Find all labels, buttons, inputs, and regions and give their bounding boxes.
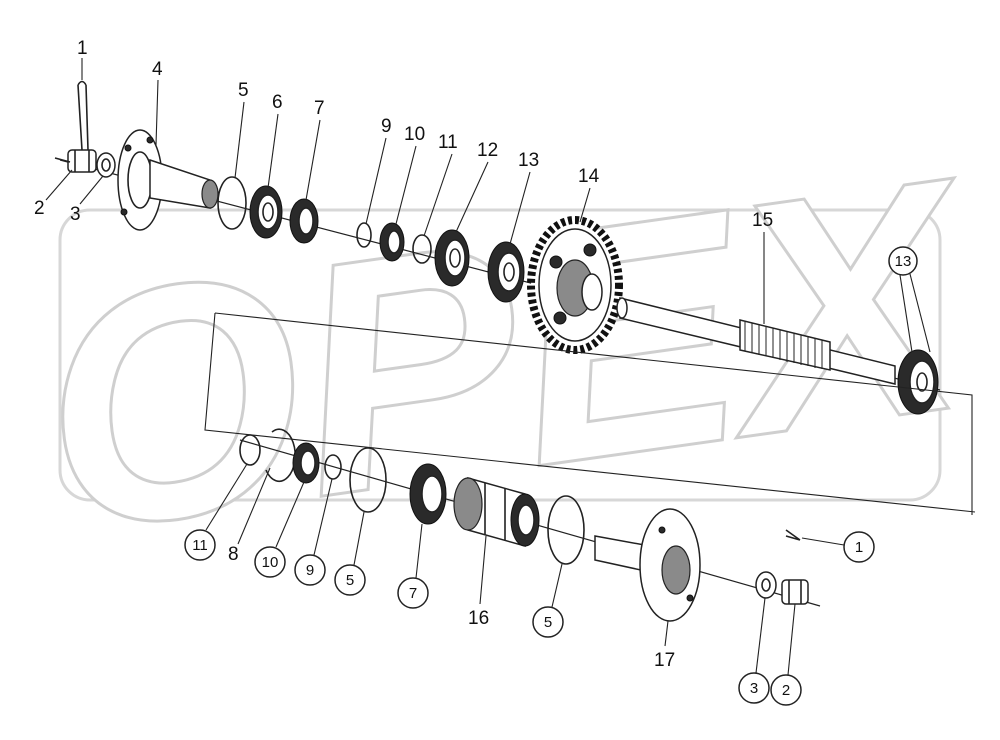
label-1-bottom: 1 bbox=[855, 539, 863, 556]
part-bearing-6-top bbox=[249, 185, 283, 239]
label-circle-10-bottom bbox=[254, 546, 286, 578]
part-main-shaft bbox=[616, 297, 896, 385]
part-washer-top bbox=[96, 152, 116, 178]
part-gear bbox=[527, 216, 623, 354]
label-3-top: 3 bbox=[70, 204, 81, 225]
label-10-top: 10 bbox=[404, 124, 425, 145]
part-bearing-13-right bbox=[897, 349, 939, 415]
label-1-top: 1 bbox=[77, 38, 88, 59]
label-5-bottom-right: 5 bbox=[544, 614, 552, 631]
part-o-ring-bottom-left bbox=[349, 447, 387, 513]
labels-bottom: 11 8 10 9 5 7 16 5 17 1 3 2 bbox=[184, 463, 875, 706]
label-10-bottom: 10 bbox=[262, 554, 279, 571]
part-flange-shaft-top bbox=[117, 129, 219, 231]
part-needle-bearing-top bbox=[289, 198, 319, 244]
part-bushing-bottom bbox=[292, 442, 320, 484]
part-needle-bearing-bottom bbox=[409, 463, 447, 525]
label-6: 6 bbox=[272, 92, 283, 113]
part-o-ring-top bbox=[217, 176, 247, 230]
label-5-bottom-left: 5 bbox=[346, 572, 354, 589]
label-circle-9-bottom bbox=[294, 554, 326, 586]
part-cotter-pin-bottom bbox=[785, 529, 801, 541]
part-bearing-12-top bbox=[434, 229, 470, 287]
assembly-link-frame bbox=[204, 312, 976, 515]
label-4: 4 bbox=[152, 59, 163, 80]
label-11-top: 11 bbox=[438, 132, 458, 153]
label-2-bottom: 2 bbox=[782, 682, 790, 699]
part-washer-bottom bbox=[755, 571, 777, 599]
label-12: 12 bbox=[477, 140, 498, 161]
label-13-right: 13 bbox=[895, 253, 912, 270]
label-7-top: 7 bbox=[314, 98, 325, 119]
part-castle-nut-top bbox=[54, 149, 97, 173]
label-circle-11-bottom bbox=[184, 529, 216, 561]
part-cotter-pin-top bbox=[77, 80, 89, 151]
label-16: 16 bbox=[468, 608, 489, 629]
label-circle-5-bottom-left bbox=[334, 564, 366, 596]
label-circle-3-bottom bbox=[738, 672, 770, 704]
label-circle-13-right bbox=[888, 246, 918, 276]
label-14: 14 bbox=[578, 166, 600, 187]
label-15: 15 bbox=[752, 210, 773, 231]
label-8: 8 bbox=[228, 544, 239, 565]
label-9-top: 9 bbox=[381, 116, 392, 137]
label-2-top: 2 bbox=[34, 198, 45, 219]
part-small-ring-top bbox=[356, 222, 372, 248]
label-17: 17 bbox=[654, 650, 675, 671]
part-bearing-13-top bbox=[487, 241, 525, 303]
label-13-top: 13 bbox=[518, 150, 539, 171]
label-7-bottom: 7 bbox=[409, 585, 417, 602]
part-o-ring-bottom-right bbox=[547, 495, 585, 565]
label-circle-7-bottom bbox=[397, 577, 429, 609]
part-coupling-sleeve bbox=[453, 477, 540, 547]
label-circle-2-bottom bbox=[770, 674, 802, 706]
label-circle-1-bottom bbox=[843, 531, 875, 563]
label-9-bottom: 9 bbox=[306, 562, 314, 579]
part-small-ring-bottom bbox=[324, 454, 342, 480]
label-3-bottom: 3 bbox=[750, 680, 758, 697]
part-snap-ring-bottom bbox=[239, 434, 261, 466]
label-circle-5-bottom-right bbox=[532, 606, 564, 638]
label-5-top: 5 bbox=[238, 80, 249, 101]
label-11-bottom: 11 bbox=[192, 537, 208, 554]
labels-top: 1 4 2 3 5 6 7 9 10 11 12 13 14 15 13 bbox=[34, 38, 931, 353]
part-bushing-top bbox=[379, 222, 405, 262]
part-flange-shaft-bottom bbox=[594, 508, 701, 622]
part-castle-nut-bottom bbox=[781, 579, 809, 605]
part-snap-ring-top bbox=[412, 234, 432, 264]
